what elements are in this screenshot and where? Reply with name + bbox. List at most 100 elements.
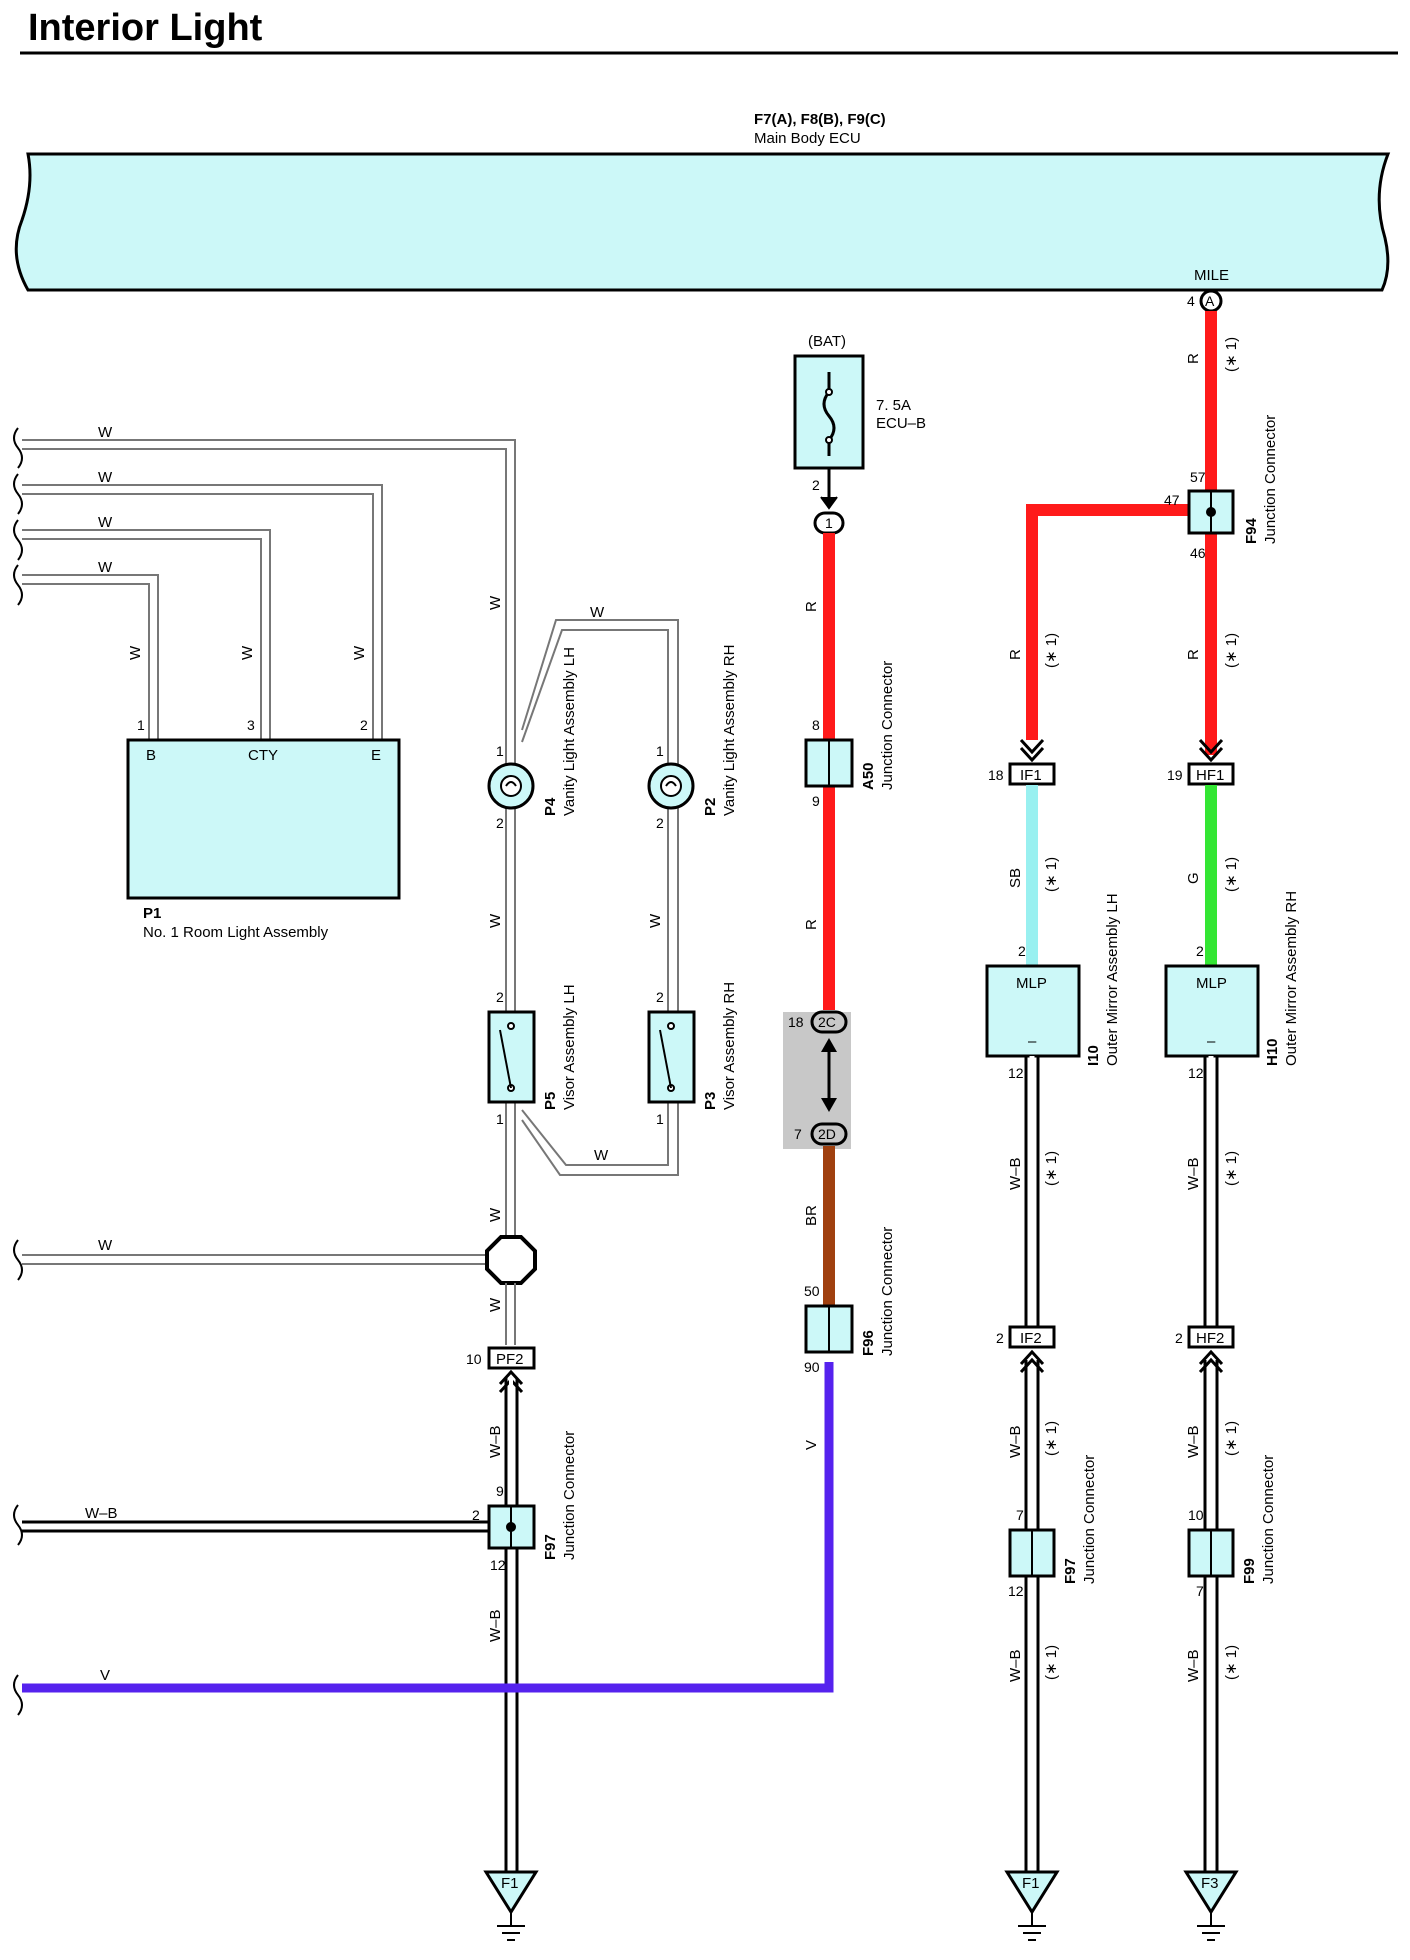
connector-if1-pin: 18 [988, 767, 1004, 783]
wire-note-wb-r4: (∗ 1) [1223, 1421, 1240, 1456]
wire-label-wb-r2: W–B [1185, 1157, 1202, 1190]
ground-f1-left: F1 [483, 1870, 539, 1941]
mirror-rh-pin-bottom: 12 [1188, 1065, 1204, 1081]
room-light-code: P1 [143, 905, 161, 922]
visor-rh-name: Visor Assembly RH [721, 982, 738, 1110]
wire-label-wb-r4: W–B [1185, 1425, 1202, 1458]
connector-hf2-label: HF2 [1196, 1330, 1224, 1347]
wire-note-ecu: (∗ 1) [1223, 337, 1240, 372]
room-light-terminal-cty: CTY [248, 747, 278, 764]
mirror-lh-pin-bottom: 12 [1008, 1065, 1024, 1081]
connector-hf1-label: HF1 [1196, 767, 1224, 784]
junction-f96: 50 90 F96 Junction Connector [804, 1227, 896, 1375]
connector-hf1 [1187, 762, 1235, 786]
wire-label-w-trunk-1: W [487, 595, 504, 610]
hf2-arrow [1198, 1349, 1224, 1374]
room-light-name: No. 1 Room Light Assembly [143, 924, 329, 941]
vanity-lh-name: Vanity Light Assembly LH [561, 647, 578, 816]
ground-f1-left-label: F1 [501, 1875, 519, 1892]
a50-pin-top: 8 [812, 717, 820, 733]
wb-wires-right [1024, 1056, 1219, 1895]
vanity-rh-code: P2 [702, 798, 719, 816]
ecu-codes: F7(A), F8(B), F9(C) [754, 111, 886, 128]
f99-name: Junction Connector [1260, 1455, 1277, 1584]
visor-rh-pin-bottom: 1 [656, 1111, 664, 1127]
f97-right-code: F97 [1062, 1558, 1079, 1584]
visor-rh-code: P3 [702, 1092, 719, 1110]
junction-f97-right: 7 12 F97 Junction Connector [1008, 1455, 1098, 1599]
f97-right-name: Junction Connector [1081, 1455, 1098, 1584]
f96-name: Junction Connector [879, 1227, 896, 1356]
visor-switch-rh: 2 1 P3 Visor Assembly RH [647, 982, 738, 1127]
wire-label-wb-r1: W–B [1007, 1157, 1024, 1190]
room-light-pin-e: 2 [360, 717, 368, 733]
wire-label-w-4: W [98, 559, 113, 576]
room-light-pin-cty: 3 [247, 717, 255, 733]
wire-note-wb-r2: (∗ 1) [1223, 1151, 1240, 1186]
f94-pin-left: 47 [1164, 492, 1180, 508]
wire-label-w-b: W [127, 645, 144, 660]
wire-label-wb-1: W–B [487, 1425, 504, 1458]
wire-label-w-1: W [98, 424, 113, 441]
wire-label-w-2: W [98, 469, 113, 486]
mirror-lh-name: Outer Mirror Assembly LH [1104, 893, 1121, 1066]
visor-lh-code: P5 [542, 1092, 559, 1110]
w-wire-bundle [22, 439, 679, 1265]
room-light-terminal-b: B [146, 747, 156, 764]
mirror-rh-terminal: MLP [1196, 975, 1227, 992]
connector-if2-pin: 2 [996, 1330, 1004, 1346]
connector-2c-label: 2C [818, 1014, 836, 1030]
ground-f1-right: F1 [1004, 1870, 1060, 1941]
a50-name: Junction Connector [879, 661, 896, 790]
connector-if2-label: IF2 [1020, 1330, 1042, 1347]
f99-code: F99 [1241, 1558, 1258, 1584]
connector-if1 [1008, 762, 1056, 786]
a50-code: A50 [860, 762, 877, 790]
wire-label-w-loop-bottom: W [594, 1147, 609, 1164]
connector-pf2 [487, 1346, 536, 1370]
violet-wire [22, 1362, 834, 1693]
ecu-name: Main Body ECU [754, 130, 861, 147]
wire-label-r-ecu: R [1185, 353, 1202, 364]
wire-label-wb-r6: W–B [1185, 1649, 1202, 1682]
f96-pin-top: 50 [804, 1283, 820, 1299]
fuse-source: (BAT) [808, 333, 846, 350]
visor-lh-pin-bottom: 1 [496, 1111, 504, 1127]
room-light-pin-b: 1 [137, 717, 145, 733]
wire-label-r-hf1: R [1185, 649, 1202, 660]
f94-pin-bottom: 46 [1190, 545, 1206, 561]
f94-name: Junction Connector [1262, 415, 1279, 544]
wire-label-w-trunk-4: W [487, 1297, 504, 1312]
mirror-lh-code: I10 [1085, 1045, 1102, 1066]
wire-label-r-center-2: R [803, 919, 820, 930]
wire-break-marks [13, 427, 23, 1716]
wire-label-wb-r5: W–B [1007, 1649, 1024, 1682]
page-title: Interior Light [28, 7, 263, 49]
ground-f3-label: F3 [1201, 1875, 1219, 1892]
wire-note-hf1: (∗ 1) [1223, 633, 1240, 668]
junction-f97-left: 9 2 12 F97 Junction Connector [472, 1431, 578, 1573]
connector-2c-pin: 18 [788, 1014, 804, 1030]
wire-label-r-center-1: R [803, 601, 820, 612]
f97-left-pin-top: 9 [496, 1483, 504, 1499]
f97-left-pin-left: 2 [472, 1507, 480, 1523]
room-light-terminal-e: E [371, 747, 381, 764]
red-wire-to-if1 [1026, 504, 1188, 740]
visor-lh-name: Visor Assembly LH [561, 984, 578, 1110]
visor-lh-pin-top: 2 [496, 989, 504, 1005]
junction-a50: 8 9 A50 Junction Connector [804, 661, 896, 809]
f97-right-pin-bottom: 12 [1008, 1583, 1024, 1599]
connector-1-label: 1 [825, 515, 833, 531]
wire-label-w-loop-top: W [590, 604, 605, 621]
wire-label-w-rh: W [647, 913, 664, 928]
junction-f99: 10 7 F99 Junction Connector [1187, 1455, 1277, 1599]
f99-pin-top: 10 [1188, 1507, 1204, 1523]
f96-code: F96 [860, 1330, 877, 1356]
f97-left-pin-bottom: 12 [490, 1557, 506, 1573]
mirror-rh-minus: – [1207, 1033, 1216, 1050]
wire-label-wb-r3: W–B [1007, 1425, 1024, 1458]
connector-2c-2d: 2C 18 2D 7 [783, 1010, 851, 1149]
wire-label-wb-left: W–B [85, 1505, 118, 1522]
wire-label-br: BR [803, 1205, 820, 1226]
wire-note-g: (∗ 1) [1223, 857, 1240, 892]
